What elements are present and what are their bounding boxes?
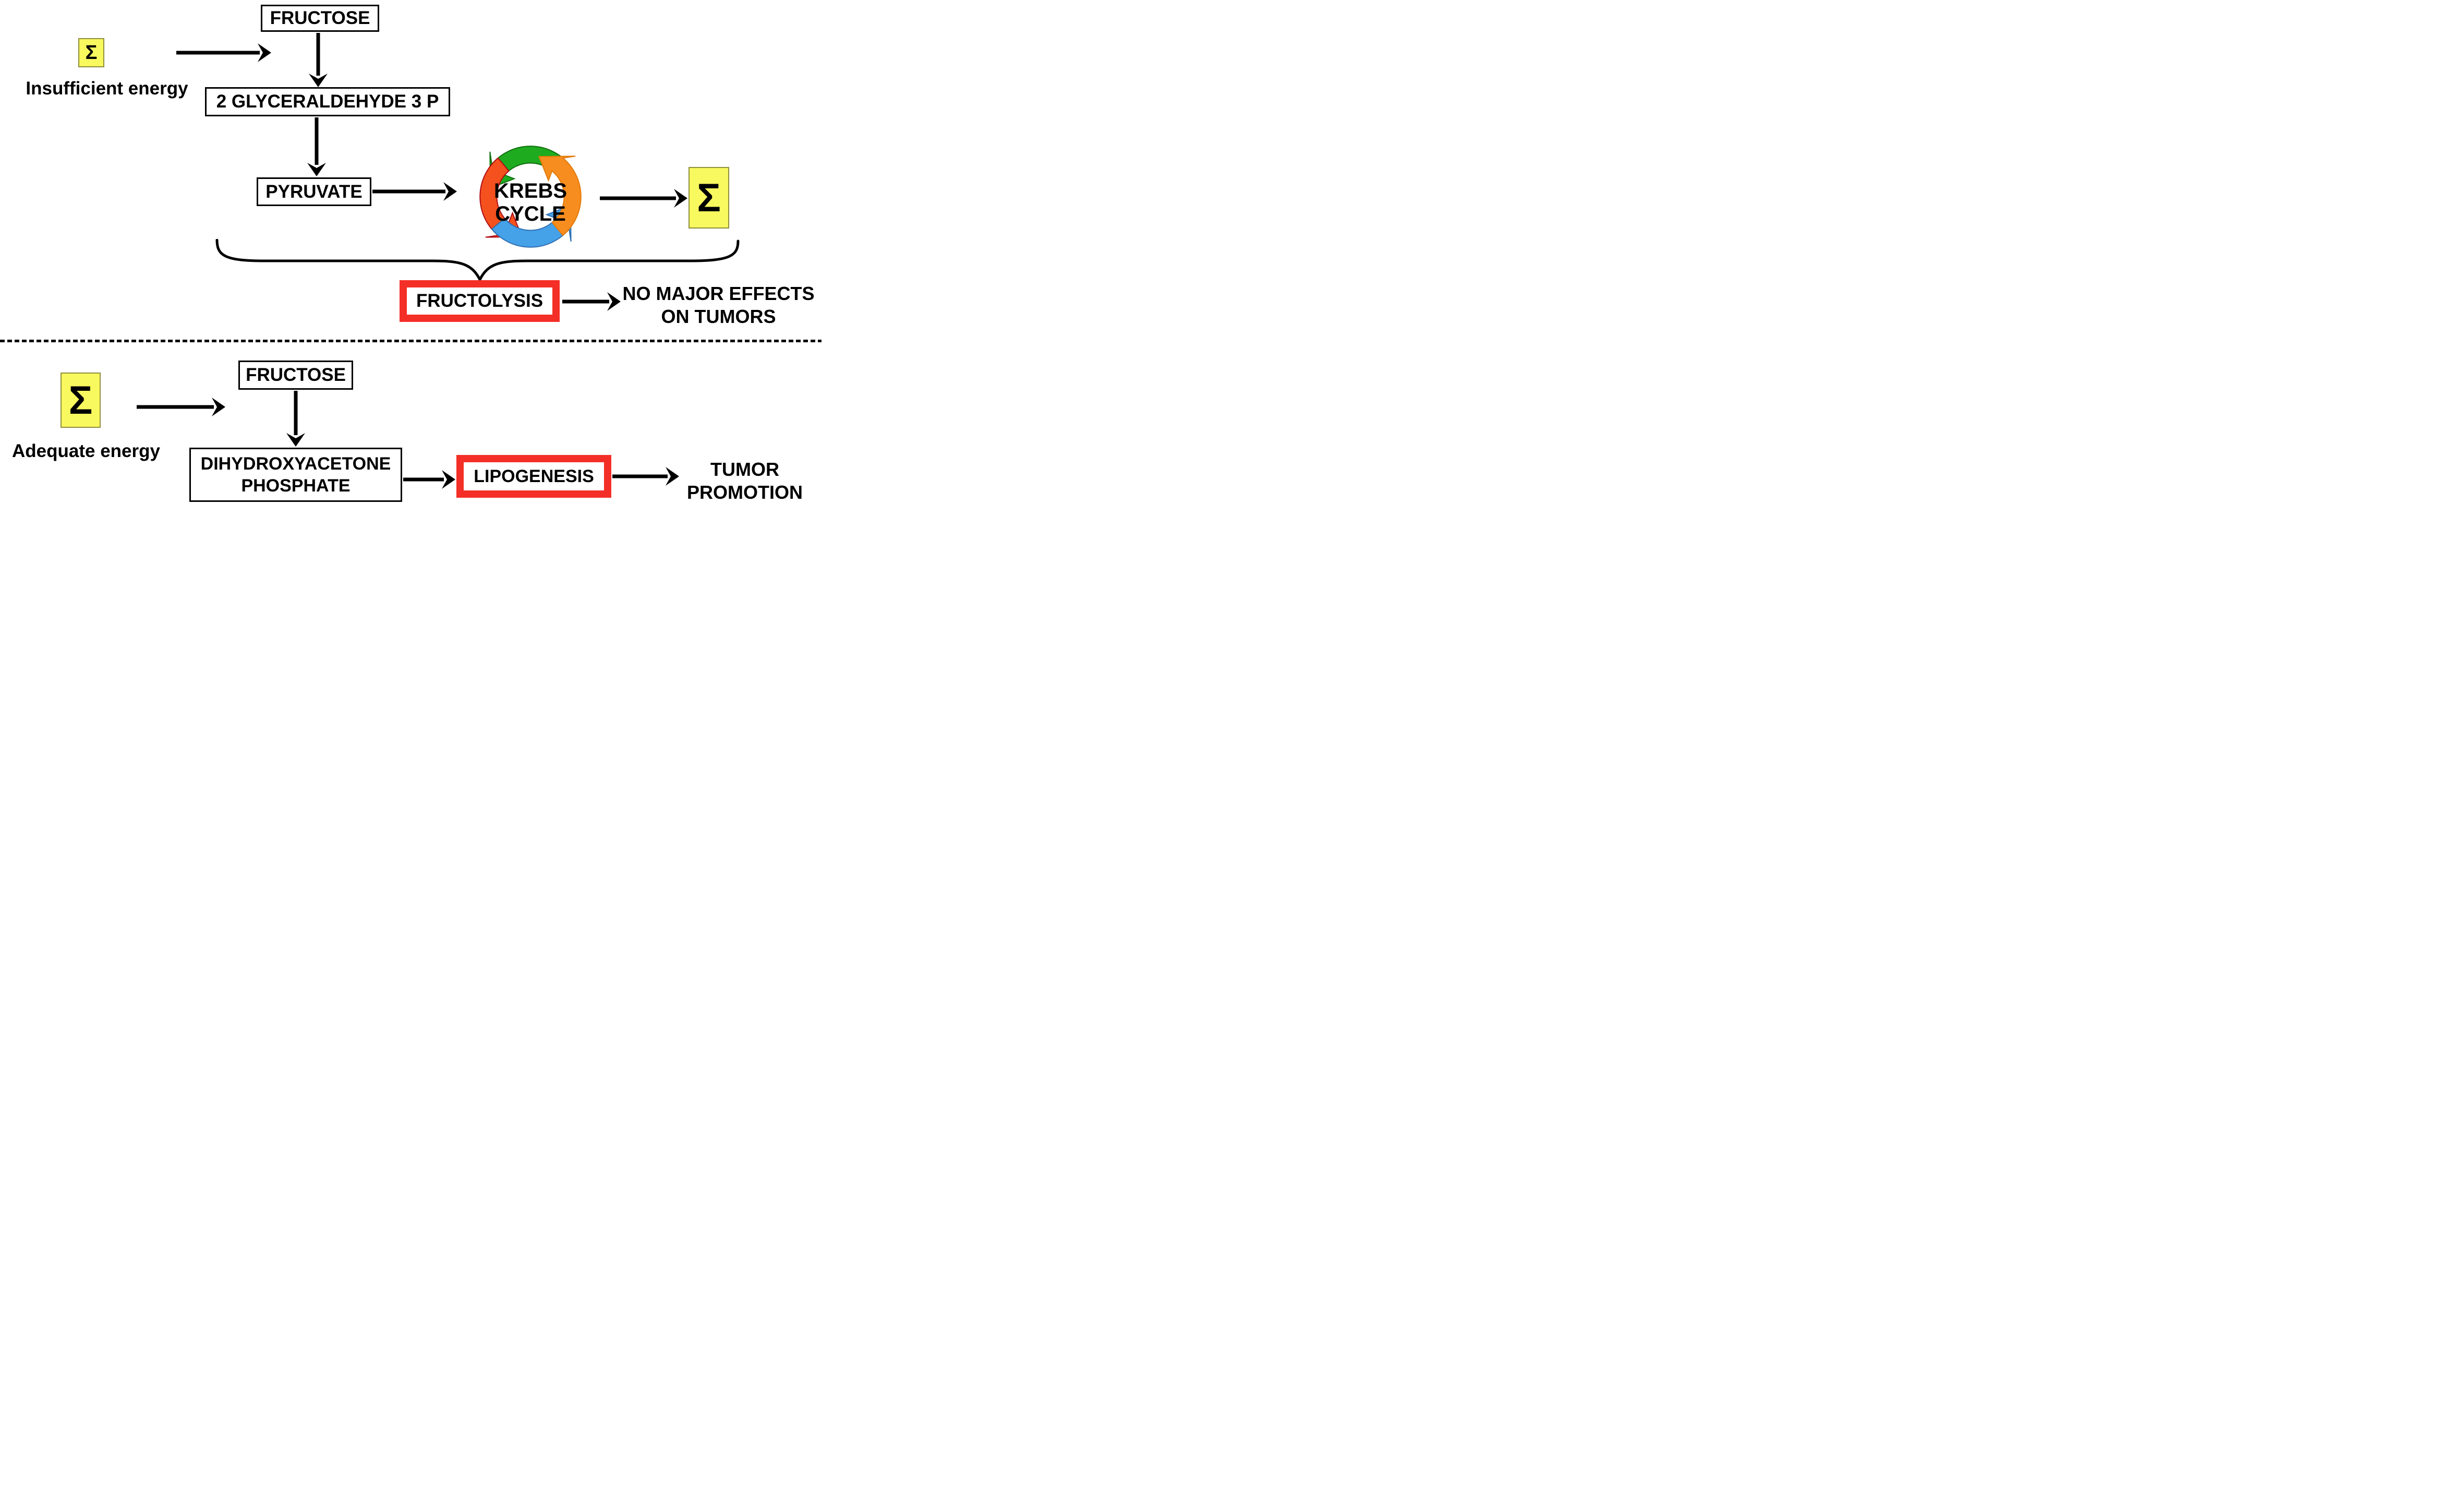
section-divider xyxy=(0,340,822,342)
glyceraldehyde-node: 2 GLYCERALDEHYDE 3 P xyxy=(205,87,450,116)
arrow-glyceraldehyde-to-pyruvate xyxy=(307,117,326,176)
krebs-cycle-label: KREBS CYCLE xyxy=(493,179,567,225)
adequate-energy-label: Adequate energy xyxy=(12,441,160,461)
dhap-node: DIHYDROXYACETONE PHOSPHATE xyxy=(189,448,402,502)
arrow-fructose-to-glyceraldehyde xyxy=(309,33,328,87)
arrow-energy-to-fructose-bottom xyxy=(137,398,225,416)
insufficient-energy-label: Insufficient energy xyxy=(26,78,188,99)
arrow-krebs-to-energy-output xyxy=(600,189,687,208)
sigma-icon: Σ xyxy=(85,41,98,64)
bottom-outcome-label: TUMOR PROMOTION xyxy=(687,459,803,503)
arrow-lipogenesis-to-outcome xyxy=(612,467,679,486)
energy-sigma-small-box: Σ xyxy=(78,38,104,67)
sigma-icon: Σ xyxy=(68,378,93,423)
sigma-icon: Σ xyxy=(697,175,721,220)
brace-fructolysis xyxy=(215,239,740,282)
arrow-fructolysis-to-outcome xyxy=(562,292,621,311)
arrow-energy-to-fructose-top xyxy=(176,43,271,62)
fructolysis-process-box: FRUCTOLYSIS xyxy=(400,280,560,322)
arrow-dhap-to-lipogenesis xyxy=(403,470,455,489)
lipogenesis-process-box: LIPOGENESIS xyxy=(456,455,611,498)
energy-output-sigma-box: Σ xyxy=(689,167,729,229)
top-outcome-label: NO MAJOR EFFECTS ON TUMORS xyxy=(622,283,815,327)
fructose-node-bottom: FRUCTOSE xyxy=(238,361,353,390)
fructose-metabolism-diagram: Σ Insufficient energy FRUCTOSE 2 GLYCERA… xyxy=(0,0,822,504)
fructose-node-top: FRUCTOSE xyxy=(261,5,379,32)
energy-sigma-large-box: Σ xyxy=(61,373,101,428)
arrow-pyruvate-to-krebs xyxy=(372,182,457,201)
pyruvate-node: PYRUVATE xyxy=(257,177,371,206)
arrow-fructose-to-dhap xyxy=(286,391,305,447)
